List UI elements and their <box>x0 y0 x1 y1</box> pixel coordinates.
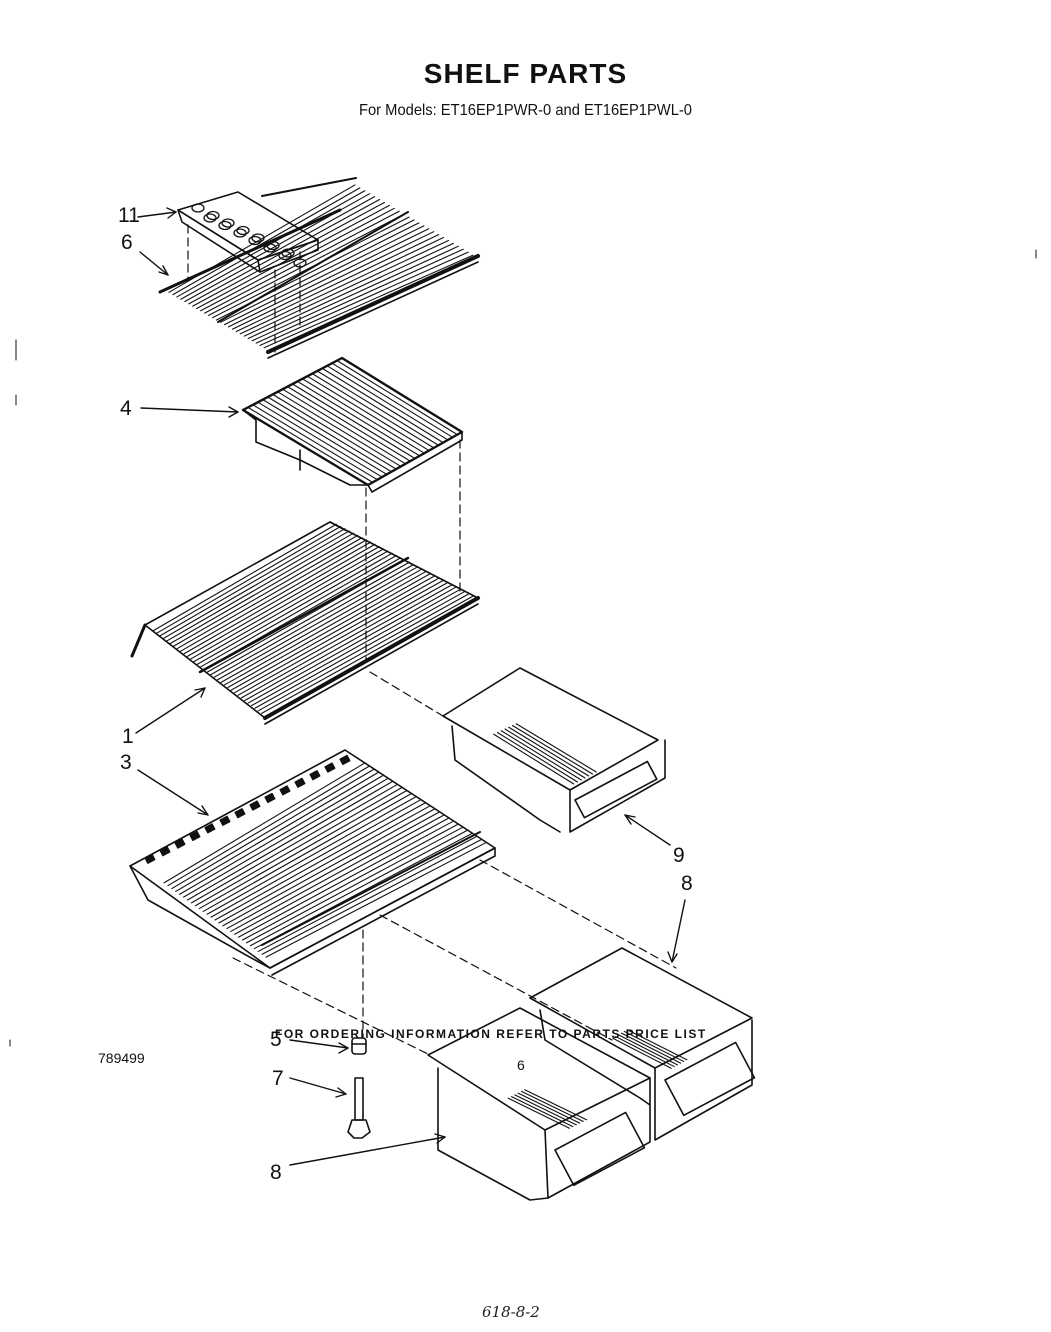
scan-marks <box>9 249 1037 1047</box>
callout-3: 3 <box>120 751 132 774</box>
model-subtitle: For Models: ET16EP1PWR-0 and ET16EP1PWL-… <box>359 102 692 119</box>
document-number: 789499 <box>98 1050 145 1066</box>
crisper-drawer-left <box>427 1007 651 1201</box>
handwritten-note: 618-8-2 <box>482 1303 540 1321</box>
callout-6: 6 <box>121 231 133 254</box>
callout-8-right: 8 <box>681 872 693 895</box>
screw-part <box>351 1037 367 1055</box>
ice-bin-shelf <box>241 356 464 493</box>
ordering-note: FOR ORDERING INFORMATION REFER TO PARTS … <box>275 1027 707 1041</box>
meat-drawer <box>442 667 666 833</box>
main-wire-shelf <box>130 521 480 725</box>
crisper-drawer-right <box>529 947 756 1141</box>
freezer-wire-shelf <box>158 177 480 359</box>
callout-11: 11 <box>118 204 140 227</box>
callout-leaders <box>135 207 686 1166</box>
callout-4: 4 <box>120 397 132 420</box>
page-title: SHELF PARTS <box>423 58 628 89</box>
callout-9: 9 <box>673 844 685 867</box>
callout-1: 1 <box>122 725 134 748</box>
callout-5: 5 <box>270 1028 282 1051</box>
alignment-lines <box>187 224 677 1056</box>
crisper-cover-shelf <box>129 749 496 976</box>
support-rod <box>347 1077 371 1139</box>
page-number: 6 <box>517 1057 525 1073</box>
callout-7: 7 <box>272 1067 284 1090</box>
callout-8-left: 8 <box>270 1161 282 1184</box>
